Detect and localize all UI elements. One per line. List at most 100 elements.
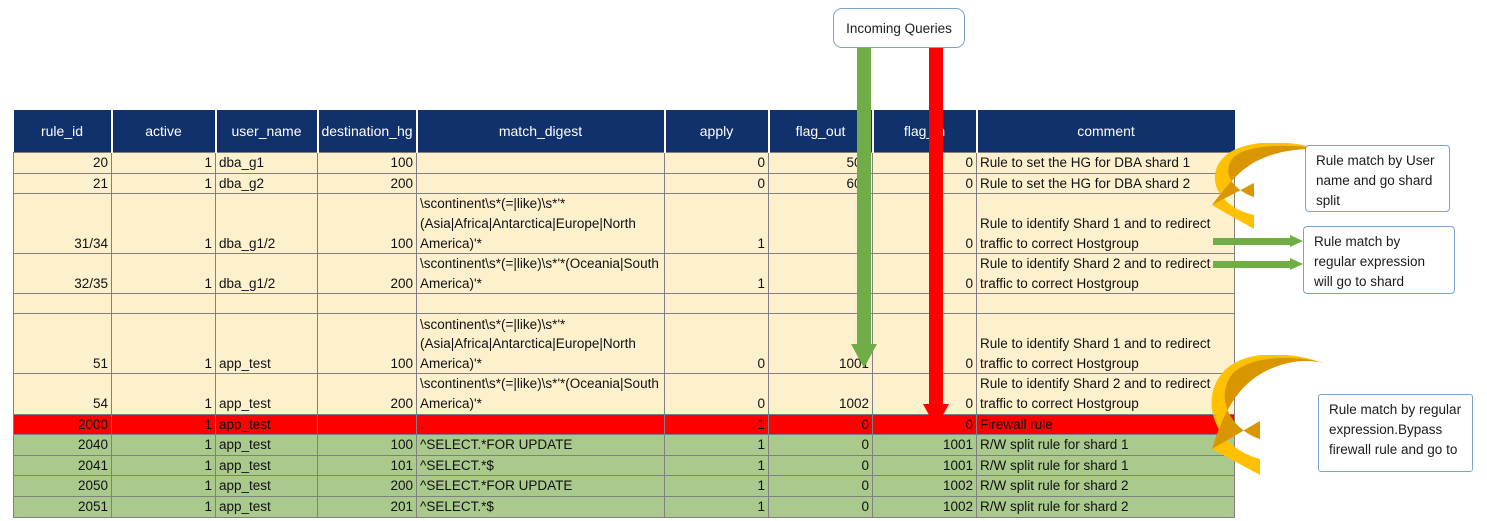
cell-destination-hg: 200 — [318, 254, 417, 294]
column-header-apply: apply — [665, 110, 769, 153]
cell-user-name: dba_g2 — [216, 173, 318, 194]
cell-apply: 1 — [665, 455, 769, 476]
cell-destination-hg: 201 — [318, 496, 417, 517]
cell-active: 1 — [112, 254, 216, 294]
cell-flag-in: 1001 — [873, 455, 977, 476]
cell-flag-in: 1002 — [873, 476, 977, 497]
cell-active: 1 — [112, 173, 216, 194]
cell-destination-hg — [318, 414, 417, 435]
table-row: 20401app_test100^SELECT.*FOR UPDATE10100… — [14, 435, 1235, 456]
cell-rule-id: 2000 — [14, 414, 112, 435]
cell-comment: R/W split rule for shard 2 — [977, 476, 1235, 497]
green-flow-arrow — [850, 46, 878, 368]
cell-apply: 1 — [665, 476, 769, 497]
table-header: rule_id active user_name destination_hg … — [14, 110, 1235, 153]
cell-rule-id: 2040 — [14, 435, 112, 456]
cell-rule-id: 2051 — [14, 496, 112, 517]
cell-apply: 0 — [665, 374, 769, 414]
cell-comment: R/W split rule for shard 1 — [977, 435, 1235, 456]
cell-user-name: app_test — [216, 455, 318, 476]
cell-rule-id: 32/35 — [14, 254, 112, 294]
cell-user-name: app_test — [216, 496, 318, 517]
table-row: 20501app_test200^SELECT.*FOR UPDATE10100… — [14, 476, 1235, 497]
incoming-queries-label: Incoming Queries — [833, 8, 965, 48]
cell-comment: Rule to identify Shard 2 and to redirect… — [977, 254, 1235, 294]
green-note-head — [1290, 258, 1303, 270]
cell-active: 1 — [112, 414, 216, 435]
cell-apply: 1 — [665, 194, 769, 254]
cell-active: 1 — [112, 455, 216, 476]
cell-match-digest: \scontinent\s*(=|like)\s*'*(Asia|Africa|… — [417, 314, 665, 374]
cell-destination-hg: 200 — [318, 476, 417, 497]
red-arrow-shaft — [929, 46, 943, 406]
cell-apply: 0 — [665, 314, 769, 374]
table-row: 201dba_g110005000Rule to set the HG for … — [14, 153, 1235, 174]
cell-active: 1 — [112, 496, 216, 517]
cell-flag-out: 1002 — [769, 374, 873, 414]
cell-comment: R/W split rule for shard 1 — [977, 455, 1235, 476]
cell-match-digest — [417, 173, 665, 194]
table-row: 31/341dba_g1/2100\scontinent\s*(=|like)\… — [14, 194, 1235, 254]
mysql-query-rules-table: rule_id active user_name destination_hg … — [13, 110, 1235, 518]
cell-user-name — [216, 294, 318, 314]
cell-rule-id: 2041 — [14, 455, 112, 476]
green-note-arrow-top — [1213, 235, 1303, 248]
green-note-arrow-bottom — [1213, 258, 1303, 271]
cell-user-name: app_test — [216, 414, 318, 435]
cell-apply: 1 — [665, 496, 769, 517]
green-note-head — [1290, 235, 1303, 247]
cell-rule-id: 20 — [14, 153, 112, 174]
cell-user-name: app_test — [216, 435, 318, 456]
table-row: 511app_test100\scontinent\s*(=|like)\s*'… — [14, 314, 1235, 374]
table-row — [14, 294, 1235, 314]
red-arrow-head — [923, 404, 949, 428]
table-header-row: rule_id active user_name destination_hg … — [14, 110, 1235, 153]
cell-rule-id — [14, 294, 112, 314]
note-user-name-match: Rule match by User name and go shard spl… — [1305, 145, 1450, 212]
cell-active: 1 — [112, 374, 216, 414]
table-body: 201dba_g110005000Rule to set the HG for … — [14, 153, 1235, 518]
cell-user-name: dba_g1/2 — [216, 194, 318, 254]
table-row: 20511app_test201^SELECT.*$101002R/W spli… — [14, 496, 1235, 517]
column-header-destination-hg: destination_hg — [318, 110, 417, 153]
cell-match-digest: \scontinent\s*(=|like)\s*'*(Oceania|Sout… — [417, 374, 665, 414]
column-header-active: active — [112, 110, 216, 153]
column-header-user-name: user_name — [216, 110, 318, 153]
cell-comment: Rule to identify Shard 1 and to redirect… — [977, 194, 1235, 254]
note-regex-match: Rule match by regular expression will go… — [1303, 226, 1455, 294]
cell-active: 1 — [112, 194, 216, 254]
cell-user-name: app_test — [216, 314, 318, 374]
table-row: 20411app_test101^SELECT.*$101001R/W spli… — [14, 455, 1235, 476]
cell-apply: 1 — [665, 254, 769, 294]
cell-comment: Rule to identify Shard 2 and to redirect… — [977, 374, 1235, 414]
cell-destination-hg: 200 — [318, 173, 417, 194]
table-row: 541app_test200\scontinent\s*(=|like)\s*'… — [14, 374, 1235, 414]
cell-flag-out: 0 — [769, 476, 873, 497]
cell-flag-out: 0 — [769, 455, 873, 476]
cell-comment: Rule to set the HG for DBA shard 1 — [977, 153, 1235, 174]
cell-match-digest: ^SELECT.*FOR UPDATE — [417, 435, 665, 456]
cell-flag-out: 0 — [769, 496, 873, 517]
cell-destination-hg: 100 — [318, 194, 417, 254]
cell-match-digest: ^SELECT.*$ — [417, 455, 665, 476]
cell-flag-in: 1002 — [873, 496, 977, 517]
table-row: 20001app_test.100Firewall rule — [14, 414, 1235, 435]
cell-comment: Firewall rule — [977, 414, 1235, 435]
cell-flag-in: 1001 — [873, 435, 977, 456]
green-note-shaft — [1213, 238, 1291, 245]
cell-match-digest — [417, 294, 665, 314]
green-note-shaft — [1213, 261, 1291, 268]
column-header-match-digest: match_digest — [417, 110, 665, 153]
cell-user-name: dba_g1/2 — [216, 254, 318, 294]
cell-active: 1 — [112, 314, 216, 374]
green-arrow-head — [851, 344, 877, 368]
cell-user-name: app_test — [216, 374, 318, 414]
cell-destination-hg — [318, 294, 417, 314]
cell-user-name: dba_g1 — [216, 153, 318, 174]
cell-match-digest: \scontinent\s*(=|like)\s*'*(Asia|Africa|… — [417, 194, 665, 254]
table-row: 32/351dba_g1/2200\scontinent\s*(=|like)\… — [14, 254, 1235, 294]
cell-apply: 1 — [665, 435, 769, 456]
cell-comment: Rule to identify Shard 1 and to redirect… — [977, 314, 1235, 374]
cell-match-digest — [417, 153, 665, 174]
